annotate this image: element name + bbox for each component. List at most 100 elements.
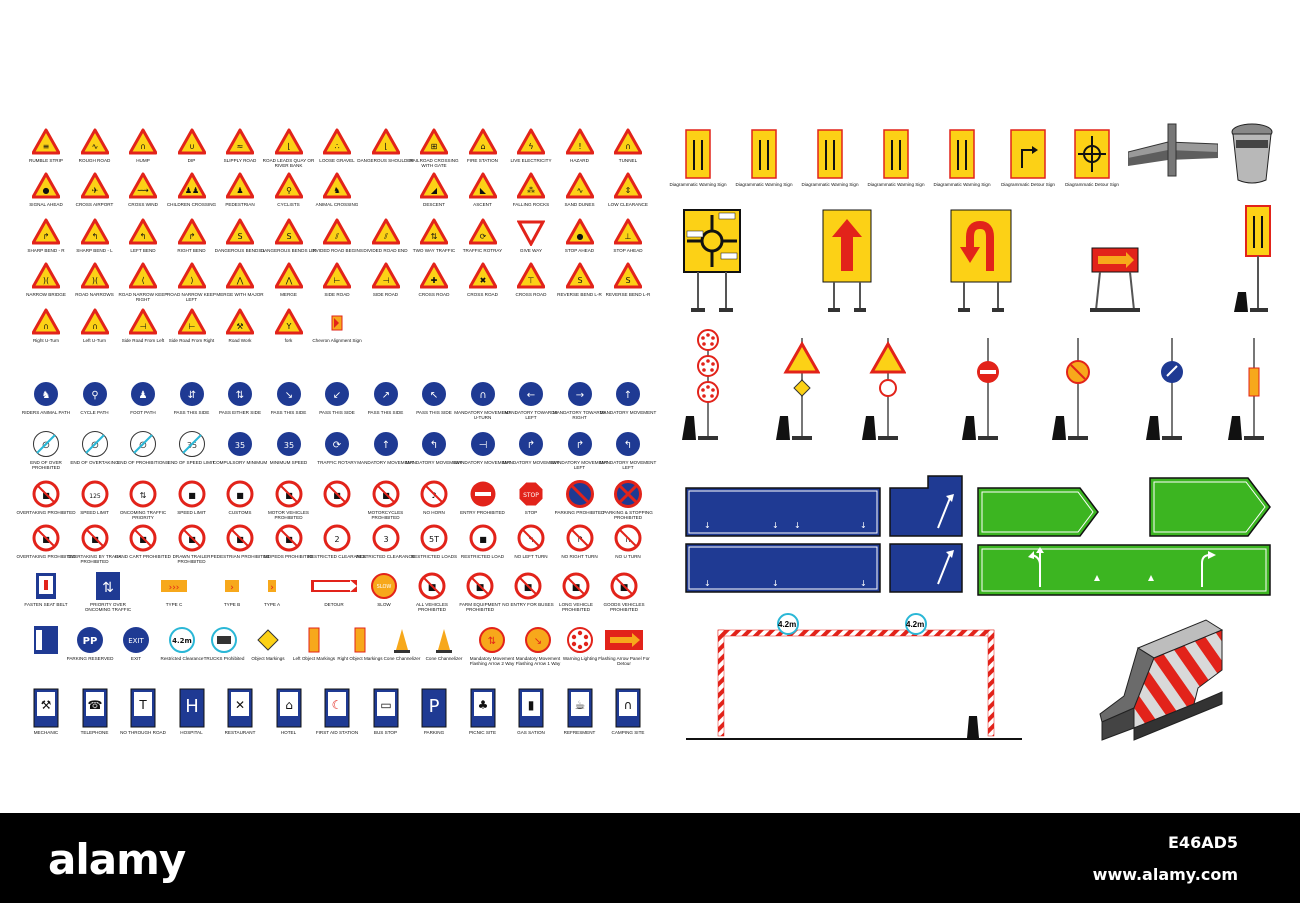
narrow-right-icon: ⟨ bbox=[129, 262, 157, 289]
sign-caption: Diagrammatic Detour Sign bbox=[1001, 182, 1055, 187]
sign-caption: FALLING ROCKS bbox=[512, 202, 550, 207]
svg-text:↑: ↑ bbox=[624, 390, 632, 401]
svg-text:∪: ∪ bbox=[189, 142, 195, 151]
svg-text:↓: ↓ bbox=[704, 579, 711, 588]
svg-text:⇅: ⇅ bbox=[236, 390, 244, 401]
warning_signs-sign: ⋀MERGE WITH MAJOR bbox=[216, 262, 264, 297]
sign-caption: PASS THIS SIDE bbox=[173, 410, 210, 415]
road-narrows-icon: )( bbox=[80, 262, 109, 289]
svg-text:⇵: ⇵ bbox=[187, 390, 195, 401]
prohibitory_signs-sign: PARKING PROHIBITED bbox=[555, 480, 604, 515]
p-5ton-icon: 5T bbox=[420, 524, 448, 552]
svg-text:↰: ↰ bbox=[430, 440, 438, 451]
misc_row_2-sign: TRUCKS Prohibited bbox=[200, 626, 248, 661]
warning_signs-sign: ⚒Road Work bbox=[216, 308, 264, 343]
blue_signs-sign: ⇅PASS EITHER SIDE bbox=[216, 380, 264, 415]
sign-caption: CROSS ROAD bbox=[467, 292, 498, 297]
min-speed-icon: 35 bbox=[275, 431, 302, 457]
sign-caption: Right U-Turn bbox=[32, 338, 60, 343]
sign-caption: DIP bbox=[187, 158, 196, 163]
sign-caption: TRAFFIC ROTARY bbox=[317, 460, 357, 465]
svg-text:↘: ↘ bbox=[284, 390, 292, 401]
type-b-icon: › bbox=[225, 580, 239, 593]
svg-text:■: ■ bbox=[188, 491, 196, 500]
buses-icon: ■ bbox=[514, 572, 542, 600]
p-motor-icon: ■ bbox=[275, 480, 302, 508]
sign-caption: END OF OVERTAKING bbox=[70, 460, 119, 465]
svg-text:⌂: ⌂ bbox=[480, 142, 485, 151]
misc_row_2-sign: Flashing Arrow Panel For Detour bbox=[598, 626, 650, 667]
warning_signs-sign: ⊥STOP AHEAD bbox=[604, 218, 652, 253]
sign-caption: TYPE C bbox=[165, 602, 183, 607]
sign-caption: PASS THIS SIDE bbox=[367, 410, 404, 415]
svg-text:≈: ≈ bbox=[237, 142, 244, 151]
diagram-sign: Diagrammatic Warning Sign bbox=[933, 128, 991, 187]
stock-id: E46AD5 bbox=[1168, 833, 1238, 852]
sign-caption: ROAD NARROW KEEP RIGHT bbox=[118, 292, 168, 303]
svg-text:PP: PP bbox=[83, 636, 98, 647]
misc_row-sign: FASTEN SEAT BELT bbox=[22, 572, 70, 607]
right-marking-icon bbox=[354, 627, 366, 653]
road-work-icon: ⚒ bbox=[226, 308, 254, 335]
sign-caption: PASS THIS SIDE bbox=[270, 410, 307, 415]
left-icon: ← bbox=[518, 381, 544, 407]
light-stack-pole-sign bbox=[682, 329, 719, 440]
sign-caption: DIVIDED ROAD END bbox=[363, 248, 408, 253]
sign-caption: PARKING & STOPPING PROHIBITED bbox=[603, 510, 653, 521]
p-truck-icon: ■ bbox=[323, 480, 351, 508]
svg-text:■: ■ bbox=[285, 535, 293, 544]
svg-text:Y: Y bbox=[285, 322, 291, 331]
svg-text:⟩: ⟩ bbox=[190, 276, 193, 285]
sand-icon: ∿ bbox=[565, 172, 594, 199]
sign-caption: HOSPITAL bbox=[180, 730, 203, 735]
divided-begins-icon: ⫽ bbox=[323, 218, 351, 245]
green-guide-sign-2 bbox=[1149, 477, 1271, 537]
svg-text:↓: ↓ bbox=[794, 521, 801, 530]
diagram-sign: Diagrammatic Warning Sign bbox=[735, 128, 793, 187]
blank-icon bbox=[372, 172, 400, 200]
sign-caption: SLOW bbox=[377, 602, 391, 607]
svg-text:▮: ▮ bbox=[528, 698, 535, 712]
prohibitory_signs-sign: ■MOTORCYCLES PROHIBITED bbox=[362, 480, 410, 521]
warning_signs-sign: ♟♟CHILDREN CROSSING bbox=[167, 172, 216, 207]
service_signs-sign: ⚒MECHANIC bbox=[22, 688, 70, 735]
svg-text:)(: )( bbox=[91, 276, 97, 285]
sign-caption: Restricted Clearance bbox=[160, 656, 204, 661]
flash-2-icon: ⇅ bbox=[479, 627, 505, 653]
sign-caption: PASS THIS SIDE bbox=[319, 410, 355, 415]
sign-caption: PARKING RESERVED bbox=[66, 656, 114, 661]
sign-caption: REVERSE BEND L-R bbox=[605, 292, 651, 297]
prohibitory_signs-sign: PARKING & STOPPING PROHIBITED bbox=[603, 480, 653, 521]
u-turn-icon: ∩ bbox=[469, 381, 496, 407]
sign-caption: NARROW BRIDGE bbox=[26, 292, 66, 297]
service_signs-sign: ▮GAS SATION bbox=[507, 688, 555, 735]
sign-caption: MANDATORY TOWARDS RIGHT bbox=[552, 410, 607, 421]
warning_signs-sign: )(NARROW BRIDGE bbox=[22, 262, 70, 297]
warning_signs-sign: ⟿CROSS WIND bbox=[119, 172, 167, 207]
sign-caption: LIVE ELECTRICITY bbox=[510, 158, 552, 163]
svg-text:3: 3 bbox=[383, 535, 388, 544]
svg-text:S: S bbox=[286, 232, 291, 241]
foot-icon: ♟ bbox=[130, 381, 156, 407]
sign-caption: ALL VEHICLES PROHIBITED bbox=[415, 602, 448, 613]
misc_row-sign: ›TYPE A bbox=[248, 572, 296, 607]
pedestrian-icon: ♟ bbox=[226, 172, 254, 199]
brand-logo: alamy bbox=[48, 835, 186, 884]
sign-caption: Diagrammatic Warning Sign bbox=[933, 182, 991, 187]
diagram-sign: Diagrammatic Detour Sign bbox=[1001, 128, 1055, 187]
merge-major-icon: ⋀ bbox=[226, 262, 254, 289]
right-u-turn-icon: ∩ bbox=[32, 308, 60, 335]
svg-text:→: → bbox=[575, 390, 583, 401]
sign-caption: DETOUR bbox=[324, 602, 344, 607]
sign-caption: MERGE bbox=[280, 292, 297, 297]
sign-caption: RESTRICTED LOADS bbox=[410, 554, 458, 559]
p-customs-icon: ■ bbox=[226, 480, 254, 508]
svg-text:■: ■ bbox=[285, 491, 293, 500]
svg-text:⊘: ⊘ bbox=[139, 440, 147, 451]
side-right-icon: ⊢ bbox=[177, 308, 206, 335]
svg-text:■: ■ bbox=[479, 535, 487, 544]
sign-caption: RESTAURANT bbox=[224, 730, 256, 735]
p-2-icon: 2 bbox=[323, 524, 351, 552]
footer-bar: alamy E46AD5 www.alamy.com bbox=[0, 813, 1300, 903]
pass-blue-pole-sign bbox=[1146, 338, 1183, 440]
